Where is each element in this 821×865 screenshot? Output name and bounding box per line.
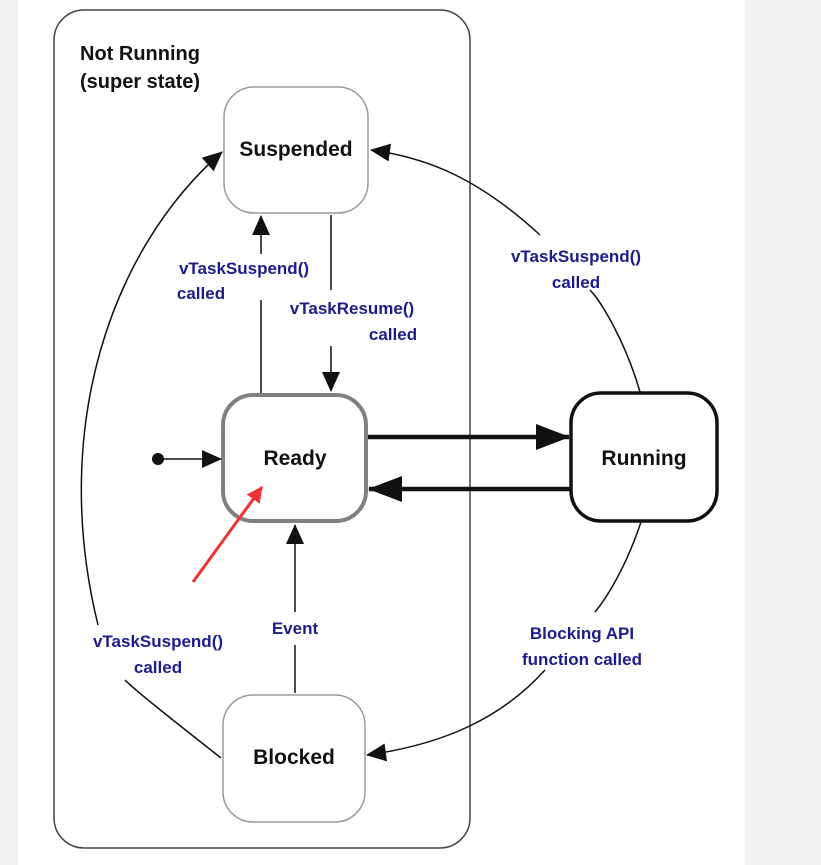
suspended-to-ready-label-1: vTaskResume() [290,299,414,318]
running-to-suspended-curve-upper [370,143,541,236]
super-state-title: Not Running [80,43,200,65]
super-state-subtitle: (super state) [80,71,200,93]
running-to-suspended-label-1: vTaskSuspend() [511,247,641,266]
running-to-blocked-label-1: Blocking API [530,624,634,643]
blocked-to-suspended-label-1: vTaskSuspend() [93,632,223,651]
blocked-to-suspended-curve-lower [124,679,222,759]
running-to-suspended-curve-lower [589,289,641,393]
state-blocked[interactable] [222,694,366,823]
annotation-arrow [191,486,264,583]
state-suspended-label: Suspended [239,138,352,161]
blocked-to-suspended-label-2: called [134,658,182,677]
running-to-blocked-label-2: function called [522,650,642,669]
running-to-blocked-curve-upper [594,521,642,613]
state-running-label: Running [601,447,686,470]
running-to-blocked-curve-lower [366,669,546,762]
suspended-to-ready-label-2: called [369,325,417,344]
blocked-to-suspended-curve-upper [80,151,223,626]
super-state-box [53,9,471,849]
initial-state-dot [152,453,164,465]
ready-to-suspended-label-1: vTaskSuspend() [179,259,309,278]
ready-to-suspended-label-2: called [177,284,225,303]
state-ready-label: Ready [263,447,326,470]
state-suspended[interactable] [223,86,369,214]
state-running[interactable] [569,391,719,523]
state-blocked-label: Blocked [253,746,335,769]
blocked-to-ready-label: Event [272,619,319,638]
running-to-suspended-label-2: called [552,273,600,292]
